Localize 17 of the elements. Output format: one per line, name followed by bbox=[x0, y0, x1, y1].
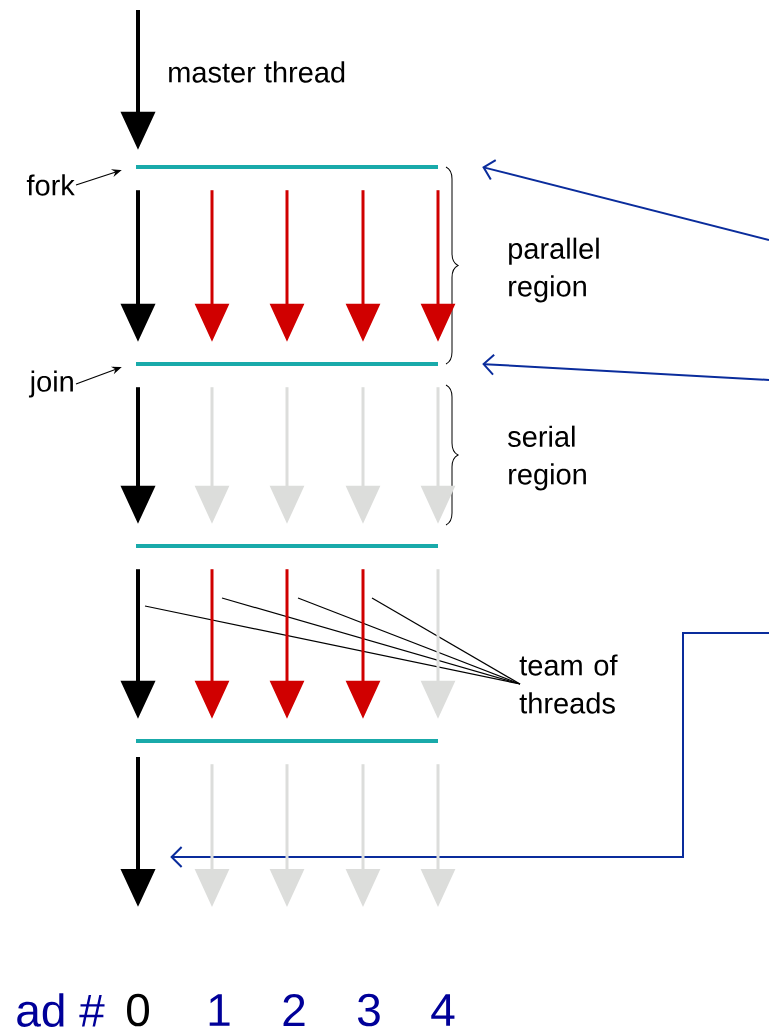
region-label: master thread bbox=[169, 61, 345, 83]
thread-number: 4 bbox=[431, 994, 455, 1026]
leader-line bbox=[371, 597, 521, 685]
pointer-arrow bbox=[170, 632, 769, 868]
thread-number: 0 bbox=[127, 993, 149, 1027]
thread-number: 1 bbox=[209, 994, 230, 1026]
thread-number: 3 bbox=[357, 993, 380, 1027]
axis-label: ad # bbox=[17, 993, 105, 1027]
region-label: serial region bbox=[508, 425, 586, 491]
pointer-label: fork bbox=[26, 174, 75, 196]
region-label: parallel region bbox=[509, 237, 599, 303]
leader-line bbox=[297, 597, 521, 685]
pointer-arrow bbox=[482, 159, 769, 241]
pointer-arrow bbox=[482, 353, 769, 381]
thread-number: 2 bbox=[283, 993, 305, 1027]
team-label: team of threads bbox=[519, 654, 618, 714]
pointer-label: join bbox=[28, 370, 73, 398]
